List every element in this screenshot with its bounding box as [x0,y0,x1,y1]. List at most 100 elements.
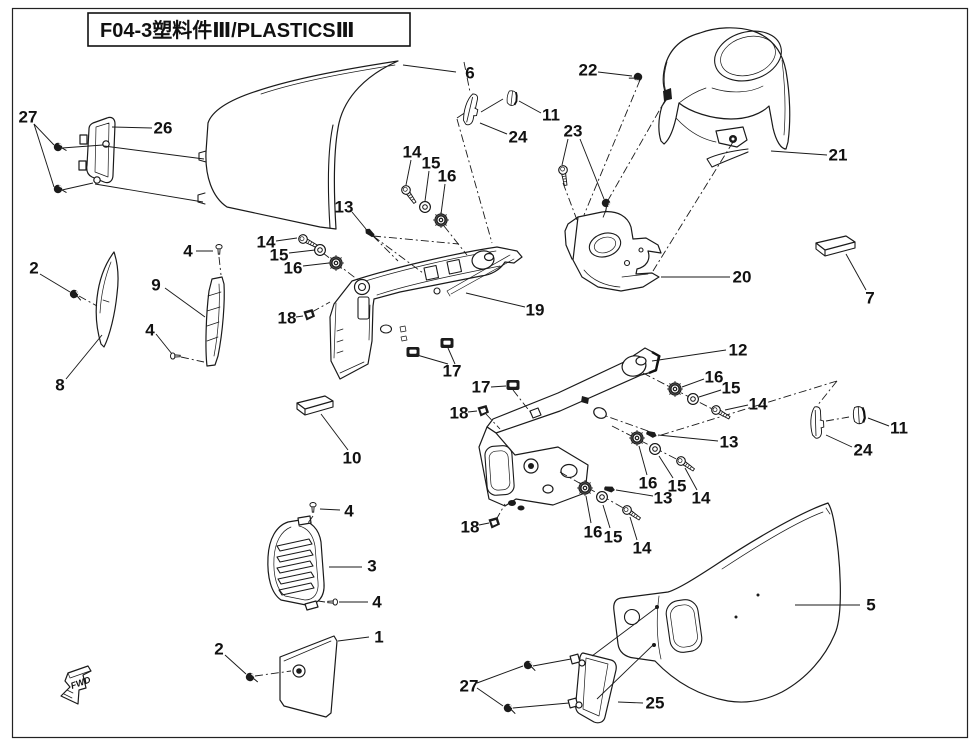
callout-label: 25 [646,694,665,713]
callout-leader-line [658,455,674,479]
callout-leader-line [164,287,206,318]
callout-label: 8 [55,376,64,395]
callout-leader-line [479,122,508,135]
callout-label: 16 [584,523,603,542]
callout-label: 4 [372,593,382,612]
part-25-bracket [567,652,617,724]
callout-label: 16 [438,167,457,186]
washer-15-icon [649,443,661,455]
callout-leader-line [33,123,55,188]
callout-leader-line [319,508,341,511]
washer-15-icon [314,244,326,256]
callout-label: 5 [866,596,875,615]
callout-label: 17 [472,378,491,397]
washer-15-icon [596,491,608,503]
part-26-bracket [78,116,116,184]
callout-leader-line [684,467,698,491]
callout-leader-line [825,434,853,448]
callout-leader-line [224,654,247,675]
callout-leader-line [579,138,605,200]
callout-label: 14 [749,395,768,414]
callout-label: 4 [183,242,193,261]
callout-leader-line [33,123,55,146]
callout-leader-line [867,417,890,427]
callout-leader-line [651,349,727,362]
callout-label: 14 [692,489,711,508]
callout-label: 1 [374,628,383,647]
callout-leader-line [111,126,153,129]
part-20-steering-bracket [564,211,662,292]
callout-label: 9 [151,276,160,295]
callout-leader-line [724,404,749,411]
callout-label: 11 [542,106,560,125]
callout-leader-line [615,489,654,497]
attachment-lines [61,61,850,709]
nut-16-icon [628,429,646,447]
callout-leader-line [351,211,367,230]
part-5-side-panel [613,502,841,703]
part-8-blade-panel [95,251,119,348]
callout-label: 15 [270,246,289,265]
callout-label: 10 [343,449,362,468]
callout-leader-lines [33,64,890,707]
callout-label: 21 [829,146,848,165]
callout-leader-line [320,413,349,451]
part-7-foam-pad [815,235,856,257]
callout-leader-line [629,516,638,541]
callout-leader-line [416,354,449,365]
callout-label: 14 [257,233,276,252]
callout-leader-line [476,665,524,684]
part-19-upper-bracket [329,246,523,380]
callout-leader-line [476,687,504,707]
callout-label: 19 [526,301,545,320]
cap-11-icon [852,405,866,425]
callout-leader-line [518,100,542,114]
callout-label: 12 [729,341,748,360]
callout-label: 26 [154,119,173,138]
callout-label: 18 [450,404,469,423]
callout-label: 16 [284,259,303,278]
callout-label: 3 [367,557,376,576]
callout-leader-line [602,504,611,529]
callout-leader-line [698,389,722,398]
callout-label: 4 [344,502,354,521]
nut-16-icon [327,254,345,272]
callout-label: 17 [443,362,462,381]
page-title: F04-3塑料件Ⅲ/PLASTICSⅢ [100,18,355,42]
callout-label: 13 [335,198,354,217]
callout-leader-line [424,170,430,202]
callout-label: 14 [633,539,652,558]
callout-label: 18 [278,309,297,328]
nut-16-icon [576,479,594,497]
callout-leader-line [561,138,569,166]
callout-label: 6 [465,64,474,83]
callout-leader-line [638,445,648,476]
callout-leader-line [585,495,592,524]
callout-leader-line [405,159,412,186]
callout-label: 15 [722,379,741,398]
callout-label: 22 [579,61,598,80]
callout-label: 11 [890,419,908,438]
part-21-tank-cover [658,27,791,168]
nut-16-icon [666,380,684,398]
callout-label: 13 [720,433,739,452]
part-1-lower-panel [279,635,338,718]
callout-label: 2 [29,259,38,278]
callout-leader-line [681,378,705,388]
callout-leader-line [490,385,507,388]
callout-leader-line [447,347,456,365]
callout-label: 13 [654,489,673,508]
callout-leader-line [155,333,173,355]
callout-leader-line [657,434,719,442]
clip-17-icon [506,380,520,390]
callout-label: 4 [145,321,155,340]
callout-label: 18 [461,518,480,537]
callout-label: 7 [865,289,874,308]
callout-leader-line [65,334,103,380]
callout-leader-line [845,253,867,291]
callout-leader-line [440,183,446,215]
washer-15-icon [687,393,699,405]
part-9-vent-strip [205,276,225,367]
